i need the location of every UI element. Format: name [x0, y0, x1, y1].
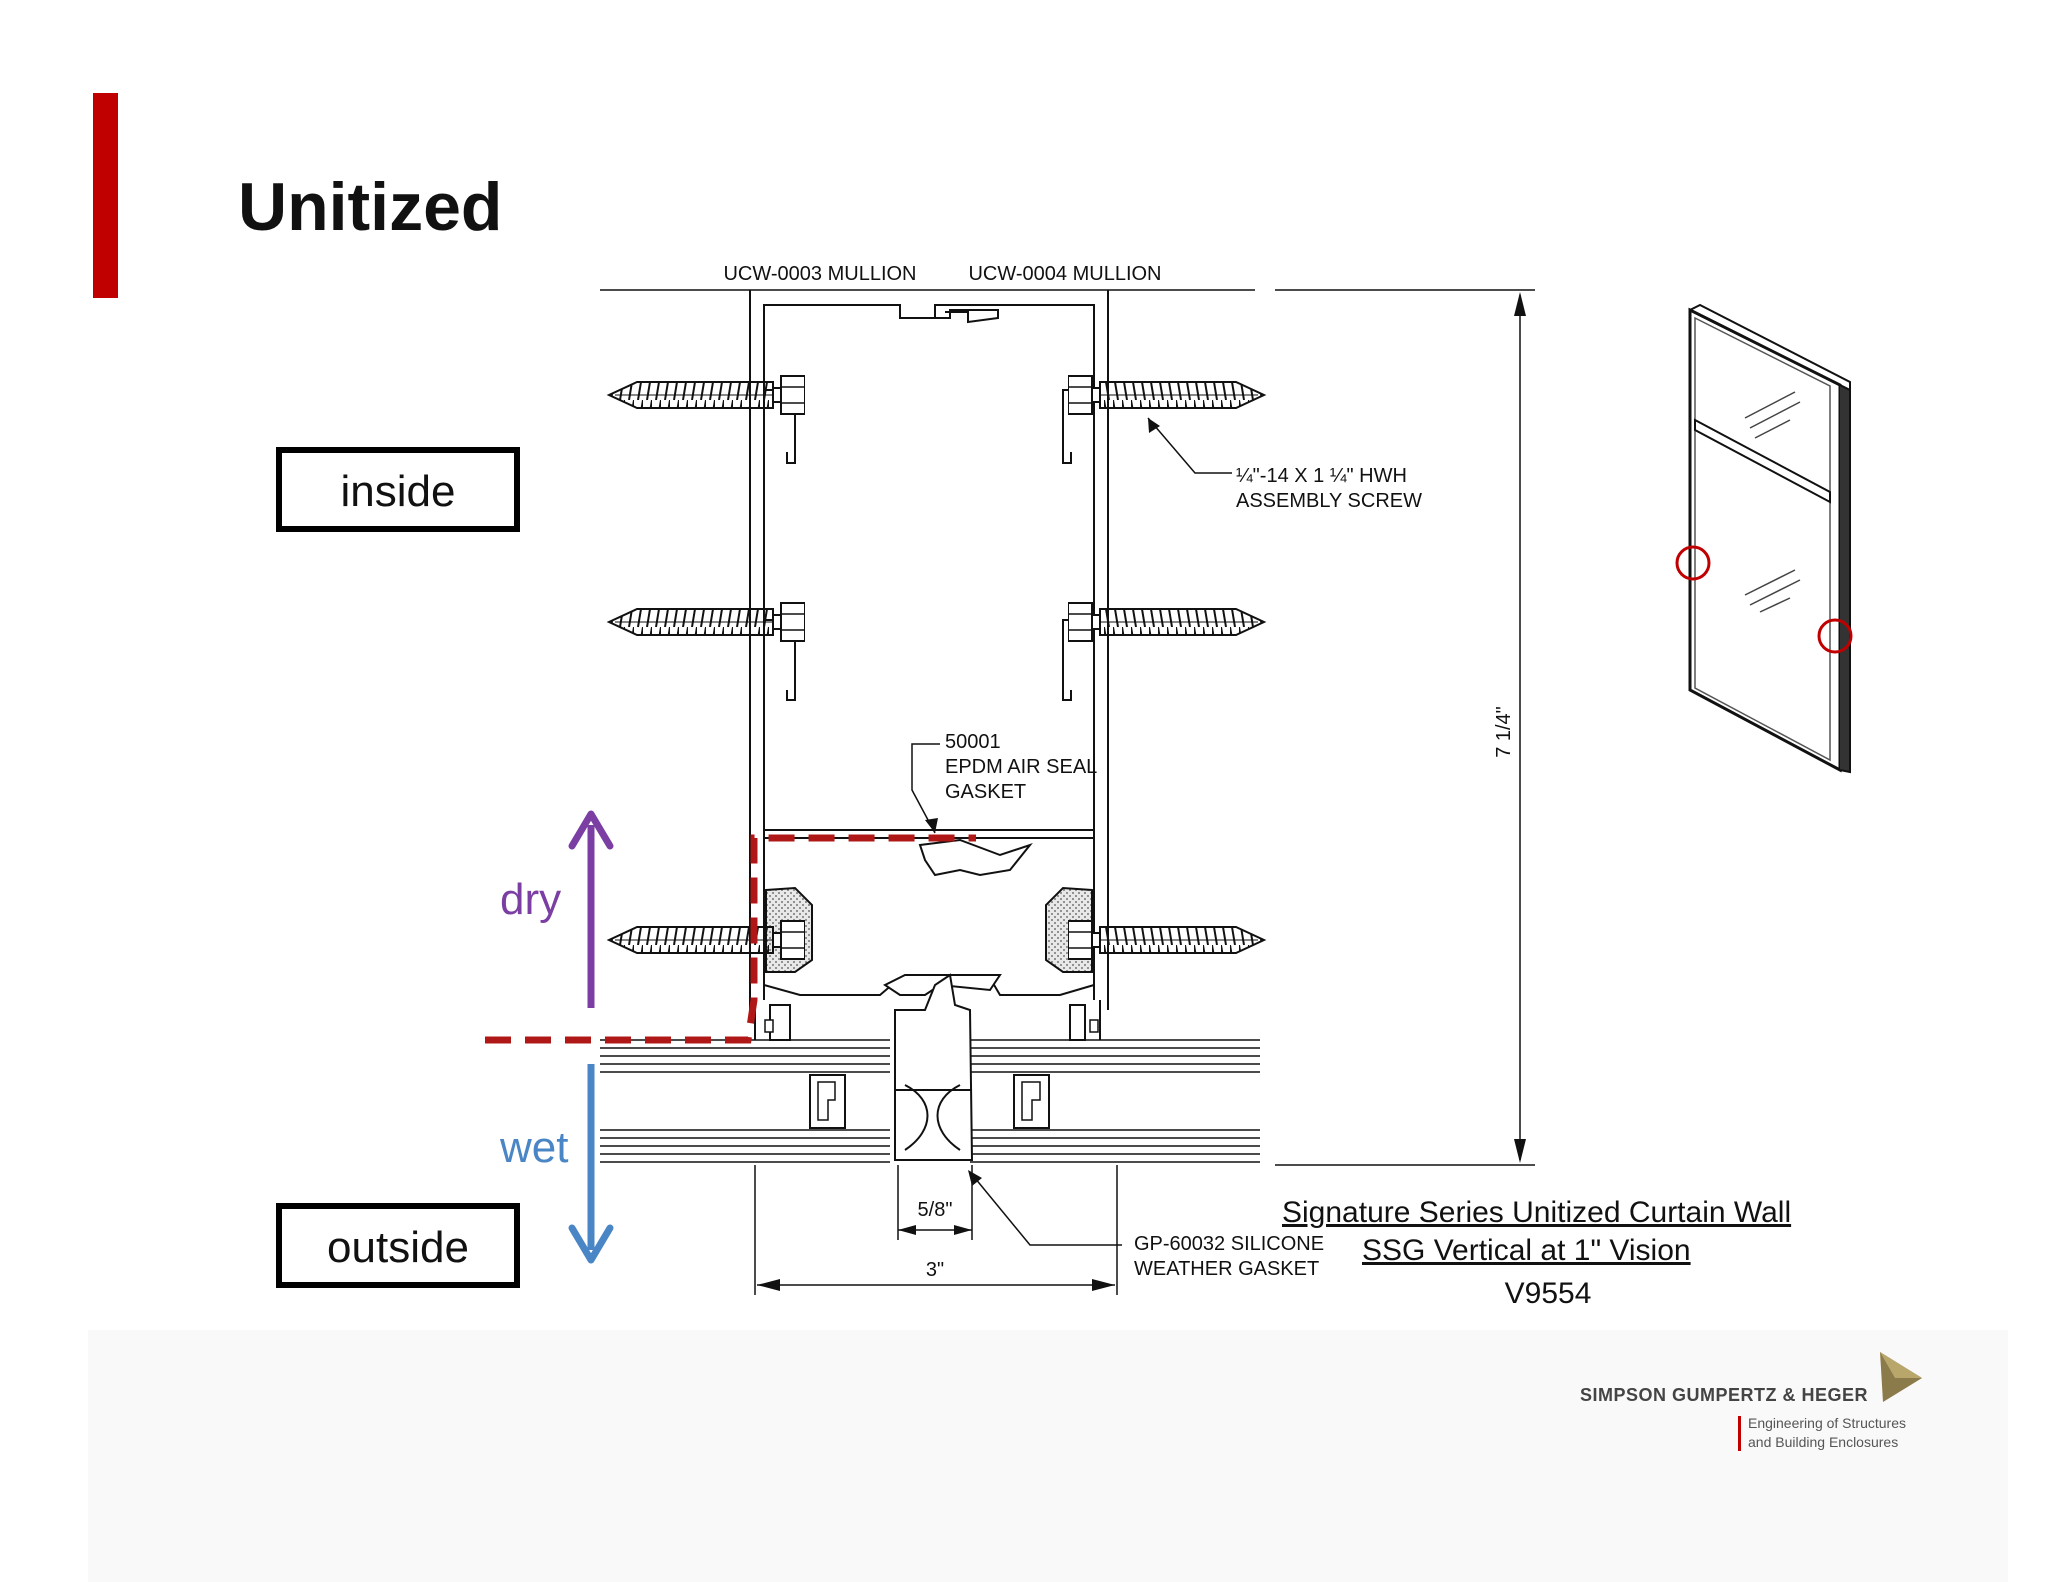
logo-tagline1: Engineering of Structures: [1748, 1415, 1906, 1431]
glass-lite-right: [970, 1039, 1260, 1163]
dry-label: dry: [500, 875, 561, 924]
caption-line2: SSG Vertical at 1" Vision: [1362, 1234, 1691, 1267]
weather-gasket-line1: GP-60032 SILICONE: [1134, 1233, 1324, 1255]
wet-label: wet: [499, 1123, 568, 1172]
mullion-left-label: UCW-0003 MULLION: [723, 263, 916, 285]
logo-name: SIMPSON GUMPERTZ & HEGER: [1580, 1385, 1868, 1405]
mullion-right-label: UCW-0004 MULLION: [968, 263, 1161, 285]
width-dimension: 3": [926, 1259, 944, 1281]
gasket-callout-line2: EPDM AIR SEAL: [945, 756, 1097, 778]
inside-label: inside: [341, 467, 456, 516]
slide-title: Unitized: [238, 169, 502, 245]
screw-callout-line2: ASSEMBLY SCREW: [1236, 490, 1422, 512]
mullion-section-drawing: UCW-0003 MULLION UCW-0004 MULLION ¼"-14 …: [600, 263, 1535, 1295]
logo-tagline2: and Building Enclosures: [1748, 1434, 1898, 1450]
weather-gasket-line2: WEATHER GASKET: [1134, 1258, 1319, 1280]
inside-label-box: inside: [276, 447, 520, 532]
gasket-callout-line3: GASKET: [945, 781, 1026, 803]
detail-circle-left: [1675, 545, 1711, 581]
detail-circle-right: [1817, 618, 1853, 654]
dry-arrow: [568, 810, 614, 1008]
gasket-callout-line1: 50001: [945, 731, 1001, 753]
wet-arrow: [568, 1064, 614, 1264]
accent-bar: [93, 93, 118, 298]
company-logo: SIMPSON GUMPERTZ & HEGER Engineering of …: [1580, 1352, 1922, 1451]
caption-line1: Signature Series Unitized Curtain Wall: [1282, 1196, 1791, 1229]
air-barrier-dashed-line: [485, 834, 976, 1044]
caption-line3: V9554: [1505, 1277, 1592, 1310]
screw-callout-line1: ¼"-14 X 1 ¼" HWH: [1236, 465, 1407, 487]
outside-label-box: outside: [276, 1203, 520, 1288]
height-dimension: 7 1/4": [1493, 706, 1515, 758]
joint-dimension: 5/8": [918, 1199, 953, 1221]
outside-label: outside: [327, 1223, 469, 1272]
curtain-wall-panel-sketch: [1675, 303, 1853, 774]
